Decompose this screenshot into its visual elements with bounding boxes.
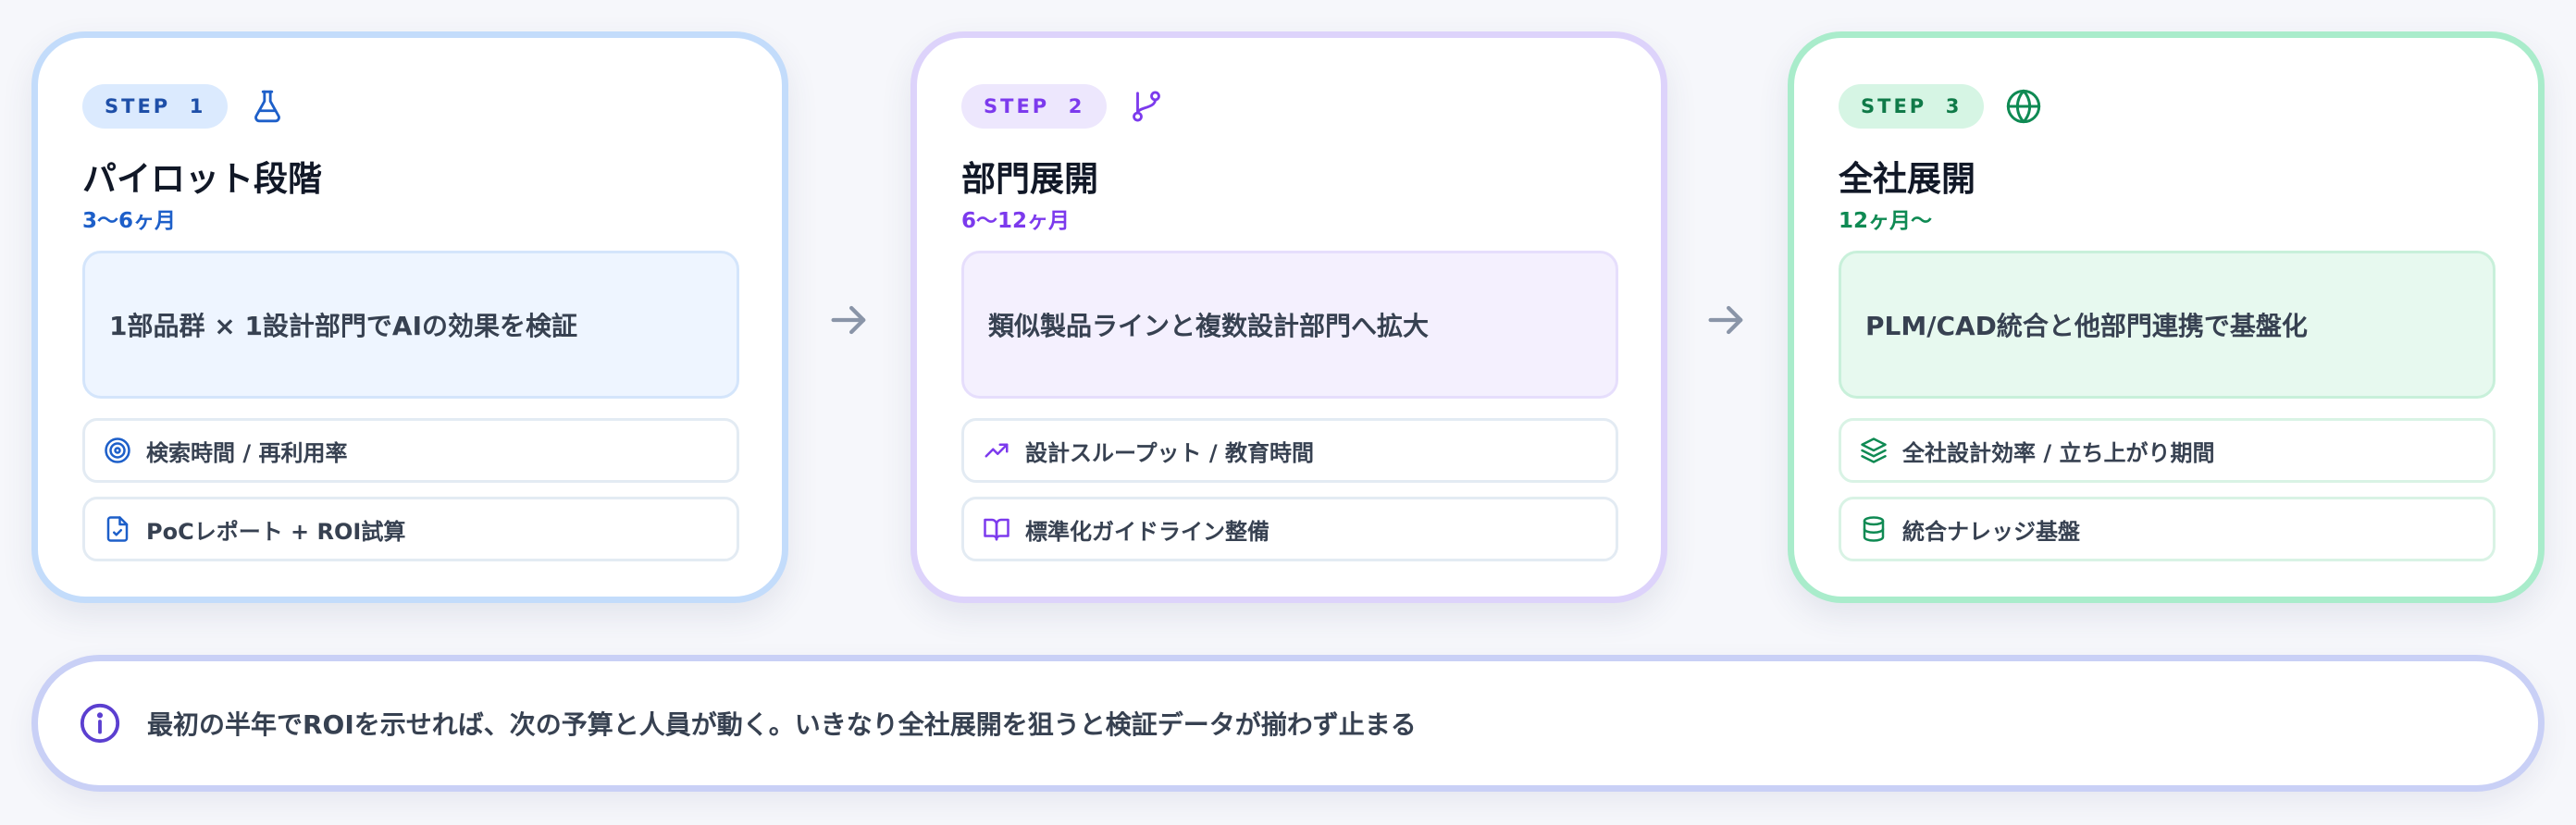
step-2-period: 6〜12ヶ月 [961, 209, 1071, 233]
step-2-card: STEP 2 部門展開 6〜12ヶ月 類似製品ラインと複数設計部門へ拡大 設計ス… [910, 31, 1667, 603]
step-2-metric-1: 設計スループット / 教育時間 [961, 418, 1618, 483]
step-1-summary: 1部品群 × 1設計部門でAIの効果を検証 [82, 251, 739, 399]
step-1-title: パイロット段階 [82, 159, 322, 199]
step-2-badge-row: STEP 2 [961, 84, 1166, 129]
step-3-metric-1: 全社設計効率 / 立ち上がり期間 [1839, 418, 2496, 483]
step-3-metric-2-label: 統合ナレッジ基盤 [1902, 518, 2080, 545]
step-2-metric-2: 標準化ガイドライン整備 [961, 497, 1618, 561]
step-1-metric-1-label: 検索時間 / 再利用率 [146, 439, 348, 466]
target-icon [102, 435, 133, 466]
globe-icon [2004, 87, 2043, 126]
database-icon [1858, 513, 1889, 545]
trending-up-icon [981, 435, 1012, 466]
book-open-icon [981, 513, 1012, 545]
step-3-card: STEP 3 全社展開 12ヶ月〜 PLM/CAD統合と他部門連携で基盤化 全社… [1788, 31, 2545, 603]
step-3-summary: PLM/CAD統合と他部門連携で基盤化 [1839, 251, 2496, 399]
file-check-icon [102, 513, 133, 545]
info-banner-text: 最初の半年でROIを示せれば、次の予算と人員が動く。いきなり全社展開を狙うと検証… [147, 709, 1417, 740]
step-3-metric-1-label: 全社設計効率 / 立ち上がり期間 [1902, 439, 2215, 466]
step-1-period: 3〜6ヶ月 [82, 209, 177, 233]
arrow-right-icon [824, 294, 875, 346]
step-1-card: STEP 1 パイロット段階 3〜6ヶ月 1部品群 × 1設計部門でAIの効果を… [31, 31, 788, 603]
step-2-metric-2-label: 標準化ガイドライン整備 [1025, 518, 1269, 545]
step-1-badge: STEP 1 [82, 84, 229, 129]
arrow-right-icon [1701, 294, 1752, 346]
step-2-badge: STEP 2 [961, 84, 1108, 129]
step-1-metric-2-label: PoCレポート + ROI試算 [146, 518, 406, 545]
flask-icon [248, 87, 287, 126]
step-1-metric-1: 検索時間 / 再利用率 [82, 418, 739, 483]
step-1-metric-2: PoCレポート + ROI試算 [82, 497, 739, 561]
step-2-summary: 類似製品ラインと複数設計部門へ拡大 [961, 251, 1618, 399]
step-2-title: 部門展開 [961, 159, 1098, 199]
step-1-badge-row: STEP 1 [82, 84, 287, 129]
info-icon [77, 700, 123, 746]
step-3-period: 12ヶ月〜 [1839, 209, 1933, 233]
info-banner: 最初の半年でROIを示せれば、次の予算と人員が動く。いきなり全社展開を狙うと検証… [31, 655, 2545, 792]
step-3-badge: STEP 3 [1839, 84, 1985, 129]
step-2-metric-1-label: 設計スループット / 教育時間 [1025, 439, 1315, 466]
layers-icon [1858, 435, 1889, 466]
step-3-metric-2: 統合ナレッジ基盤 [1839, 497, 2496, 561]
step-3-badge-row: STEP 3 [1839, 84, 2043, 129]
step-3-title: 全社展開 [1839, 159, 1975, 199]
git-branch-icon [1127, 87, 1166, 126]
